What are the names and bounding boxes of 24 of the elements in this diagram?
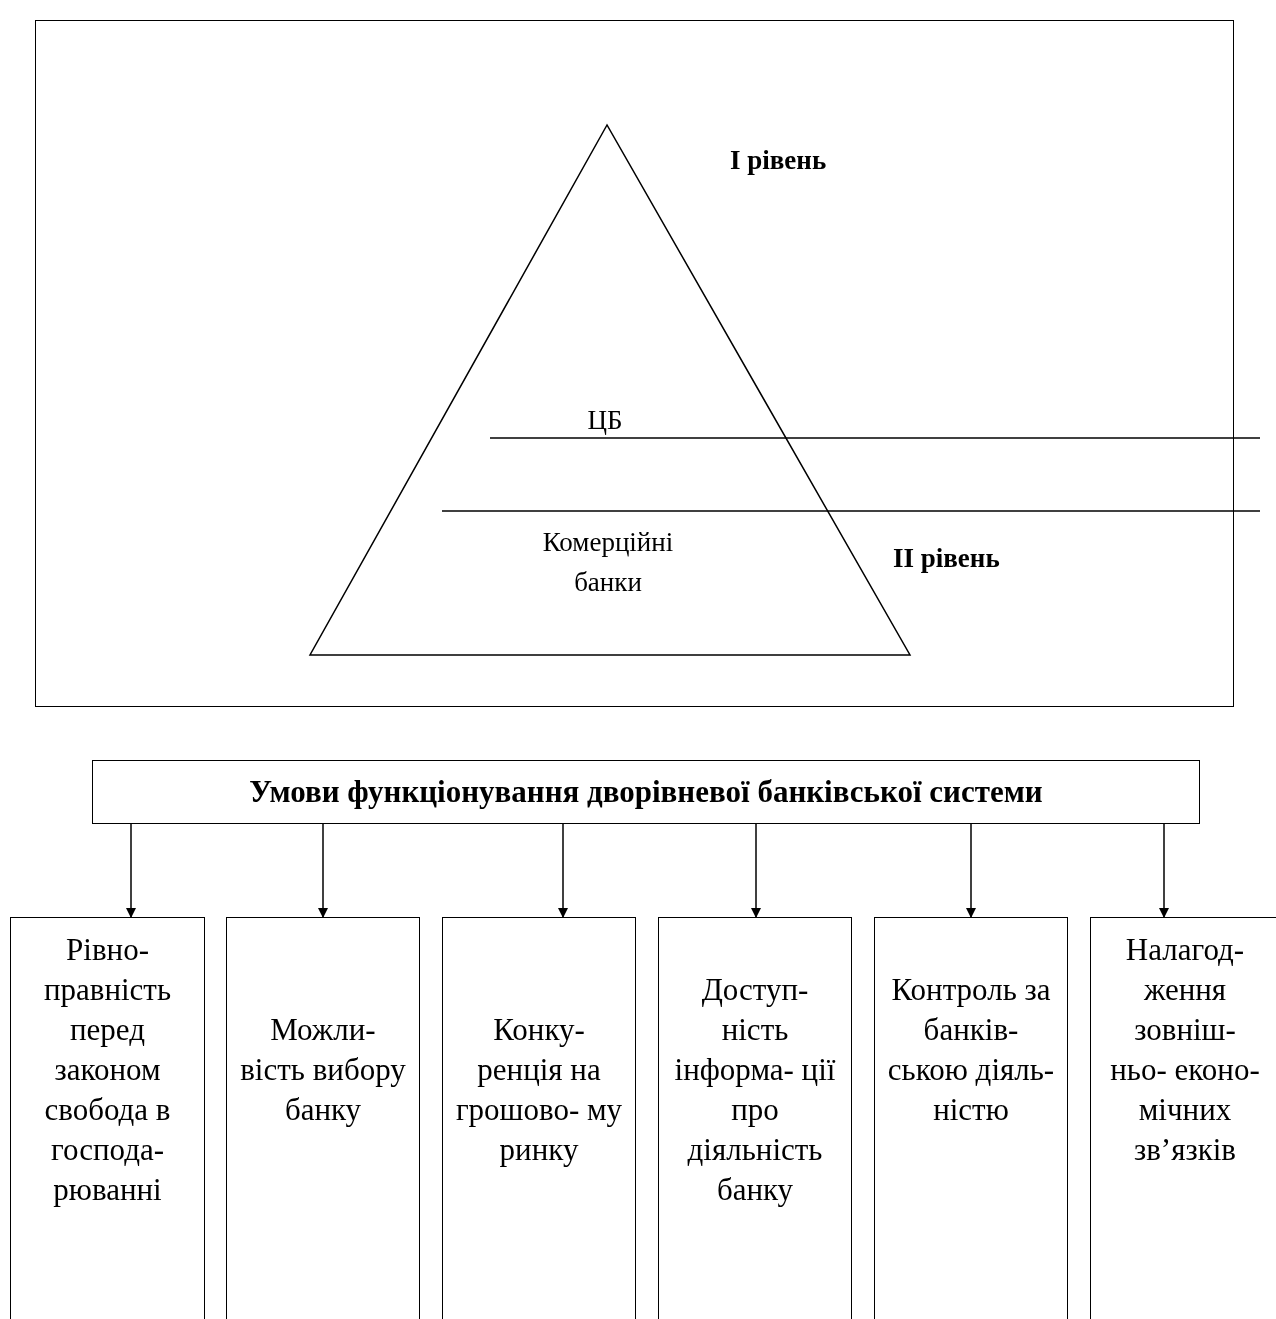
condition-box (226, 917, 420, 1319)
condition-text: Рівно- правність перед законом свобода в господа- рюванні (42, 931, 173, 1209)
arrow (318, 823, 328, 918)
condition-box (442, 917, 636, 1319)
header-text: Умови функціонування дворівневої банківської системи (248, 773, 1044, 811)
condition-box (10, 917, 205, 1319)
level-label: І рівень (730, 145, 828, 176)
arrow (966, 823, 976, 918)
arrow (1159, 823, 1169, 918)
condition-text: Доступ- ність інформа- ції про діяльність банку (673, 971, 837, 1209)
arrow (126, 823, 136, 918)
band-label: Комерційні банки (541, 526, 675, 599)
condition-text: Конку- ренція на грошово- му ринку (455, 1011, 623, 1169)
condition-text: Можли- вість вибору банку (239, 1011, 407, 1129)
arrow (558, 823, 568, 918)
header-box (92, 760, 1200, 824)
level-label: ІІ рівень (893, 543, 1001, 574)
condition-box (874, 917, 1068, 1319)
condition-text: Контроль за банків- ською діяль- ністю (887, 971, 1055, 1129)
band-label: ЦБ (586, 405, 624, 436)
arrow (751, 823, 761, 918)
condition-text: Налагод- ження зовніш- ньо- еконо- мічних зв’язків (1109, 931, 1261, 1169)
condition-box (658, 917, 852, 1319)
condition-box (1090, 917, 1276, 1319)
